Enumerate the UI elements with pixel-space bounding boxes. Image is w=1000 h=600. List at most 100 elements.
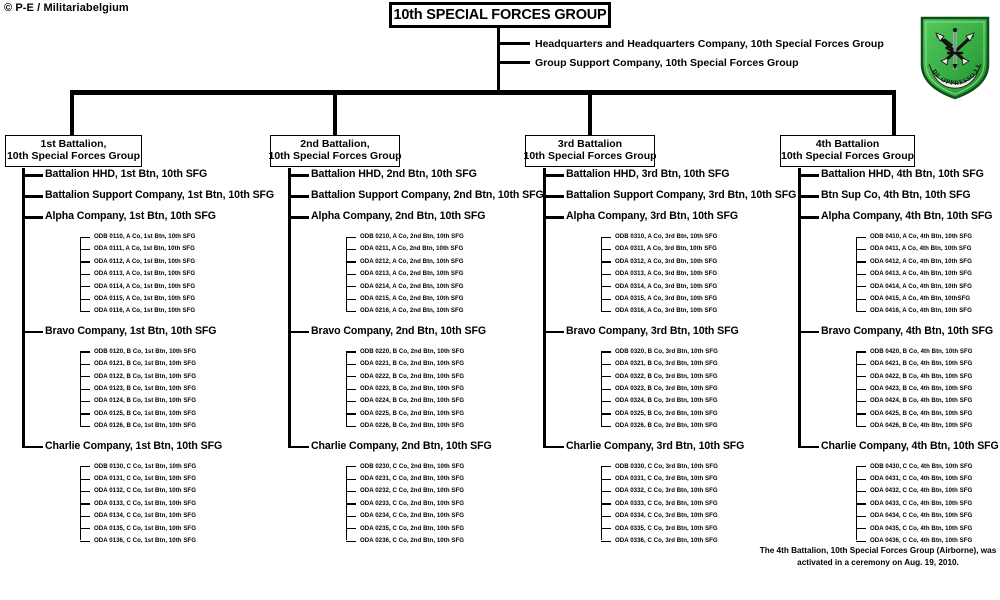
team-row[interactable]: ODA 0235, C Co, 2nd Btn, 10th SFG: [360, 524, 465, 532]
team-row[interactable]: ODA 0223, B Co, 2nd Btn, 10th SFG: [360, 385, 465, 392]
team-row[interactable]: ODA 0313, A Co, 3rd Btn, 10th SFG: [615, 270, 718, 278]
team-row[interactable]: ODA 0432, C Co, 4th Btn, 10th SFG: [870, 487, 973, 495]
team-row[interactable]: ODA 0215, A Co, 2nd Btn, 10th SFG: [360, 295, 464, 302]
team-row[interactable]: ODA 0212, A Co, 2nd Btn, 10th SFG: [360, 257, 464, 265]
team-row[interactable]: ODA 0132, C Co, 1st Btn, 10th SFG: [94, 487, 196, 495]
team-row[interactable]: ODB 0220, B Co, 2nd Btn, 10th SFG: [360, 347, 465, 355]
team-row[interactable]: ODA 0416, A Co, 4th Btn, 10th SFG: [870, 307, 972, 315]
team-row[interactable]: ODB 0230, C Co, 2nd Btn, 10th SFG: [360, 462, 465, 470]
team-row[interactable]: ODA 0411, A Co, 4th Btn, 10th SFG: [870, 245, 972, 253]
team-row[interactable]: ODA 0336, C Co, 3rd Btn, 10th SFG: [615, 537, 718, 544]
team-row[interactable]: ODA 0213, A Co, 2nd Btn, 10th SFG: [360, 270, 464, 278]
team-row[interactable]: ODA 0425, B Co, 4th Btn, 10th SFG: [870, 409, 973, 417]
battalion-hhd-row[interactable]: Battalion HHD, 3rd Btn, 10th SFG: [566, 168, 730, 180]
team-row[interactable]: ODA 0126, B Co, 1st Btn, 10th SFG: [94, 422, 196, 430]
battalion-support-row[interactable]: Btn Sup Co, 4th Btn, 10th SFG: [821, 189, 971, 201]
team-row[interactable]: ODA 0114, A Co, 1st Btn, 10th SFG: [94, 282, 196, 290]
team-row[interactable]: ODA 0321, B Co, 3rd Btn, 10th SFG: [615, 360, 718, 368]
team-row[interactable]: ODA 0224, B Co, 2nd Btn, 10th SFG: [360, 397, 465, 405]
team-row[interactable]: ODB 0330, C Co, 3rd Btn, 10th SFG: [615, 462, 718, 470]
team-row[interactable]: ODA 0211, A Co, 2nd Btn, 10th SFG: [360, 245, 464, 253]
team-row[interactable]: ODA 0134, C Co, 1st Btn, 10th SFG: [94, 512, 196, 520]
team-row[interactable]: ODA 0123, B Co, 1st Btn, 10th SFG: [94, 385, 196, 392]
company-row-bravo[interactable]: Bravo Company, 4th Btn, 10th SFG: [821, 324, 994, 337]
team-row[interactable]: ODA 0335, C Co, 3rd Btn, 10th SFG: [615, 524, 718, 532]
battalion-box-1[interactable]: 1st Battalion, 10th Special Forces Group: [5, 135, 142, 167]
team-row[interactable]: ODA 0423, B Co, 4th Btn, 10th SFG: [870, 385, 973, 392]
company-row-alpha[interactable]: Alpha Company, 3rd Btn, 10th SFG: [566, 210, 739, 222]
team-row[interactable]: ODB 0110, A Co, 1st Btn, 10th SFG: [94, 233, 196, 240]
team-row[interactable]: ODA 0431, C Co, 4th Btn, 10th SFG: [870, 475, 973, 482]
team-row[interactable]: ODB 0320, B Co, 3rd Btn, 10th SFG: [615, 347, 718, 355]
team-row[interactable]: ODA 0125, B Co, 1st Btn, 10th SFG: [94, 409, 196, 417]
battalion-support-row[interactable]: Battalion Support Company, 2nd Btn, 10th…: [311, 189, 544, 201]
team-row[interactable]: ODA 0121, B Co, 1st Btn, 10th SFG: [94, 360, 196, 368]
team-row[interactable]: ODA 0436, C Co, 4th Btn, 10th SFG: [870, 537, 973, 544]
team-row[interactable]: ODB 0130, C Co, 1st Btn, 10th SFG: [94, 462, 197, 470]
battalion-support-row[interactable]: Battalion Support Company, 3rd Btn, 10th…: [566, 189, 797, 201]
team-row[interactable]: ODA 0122, B Co, 1st Btn, 10th SFG: [94, 372, 196, 380]
battalion-box-3[interactable]: 3rd Battalion 10th Special Forces Group: [523, 135, 657, 167]
team-row[interactable]: ODA 0233, C Co, 2nd Btn, 10th SFG: [360, 499, 465, 507]
team-row[interactable]: ODA 0326, B Co, 3rd Btn, 10th SFG: [615, 422, 718, 430]
team-row[interactable]: ODA 0124, B Co, 1st Btn, 10th SFG: [94, 397, 196, 405]
team-row[interactable]: ODA 0131, C Co, 1st Btn, 10th SFG: [94, 475, 196, 482]
team-row[interactable]: ODA 0415, A Co, 4th Btn, 10thSFG: [870, 295, 971, 302]
team-row[interactable]: ODB 0430, C Co, 4th Btn, 10th SFG: [870, 462, 973, 470]
team-row[interactable]: ODA 0234, C Co, 2nd Btn, 10th SFG: [360, 512, 465, 520]
team-row[interactable]: ODA 0216, A Co, 2nd Btn, 10th SFG: [360, 307, 464, 315]
company-row-alpha[interactable]: Alpha Company, 1st Btn, 10th SFG: [45, 210, 216, 222]
team-row[interactable]: ODA 0424, B Co, 4th Btn, 10th SFG: [870, 397, 973, 405]
company-row-bravo[interactable]: Bravo Company, 2nd Btn, 10th SFG: [311, 324, 486, 337]
battalion-support-row[interactable]: Battalion Support Company, 1st Btn, 10th…: [45, 189, 275, 201]
team-row[interactable]: ODA 0133, C Co, 1st Btn, 10th SFG: [94, 499, 196, 507]
team-row[interactable]: ODB 0310, A Co, 3rd Btn, 10th SFG: [615, 233, 718, 240]
team-row[interactable]: ODA 0311, A Co, 3rd Btn, 10th SFG: [615, 245, 717, 253]
company-row-charlie[interactable]: Charlie Company, 1st Btn, 10th SFG: [45, 439, 223, 452]
team-row[interactable]: ODA 0414, A Co, 4th Btn, 10th SFG: [870, 282, 972, 290]
team-row[interactable]: ODA 0222, B Co, 2nd Btn, 10th SFG: [360, 372, 465, 380]
team-row[interactable]: ODB 0420, B Co, 4th Btn, 10th SFG: [870, 347, 973, 355]
team-row[interactable]: ODA 0322, B Co, 3rd Btn, 10th SFG: [615, 372, 718, 380]
team-row[interactable]: ODA 0221, B Co, 2nd Btn, 10th SFG: [360, 360, 465, 368]
team-row[interactable]: ODA 0413, A Co, 4th Btn, 10th SFG: [870, 270, 972, 278]
team-row[interactable]: ODA 0334, C Co, 3rd Btn, 10th SFG: [615, 512, 718, 520]
team-row[interactable]: ODA 0422, B Co, 4th Btn, 10th SFG: [870, 372, 973, 380]
team-row[interactable]: ODB 0210, A Co, 2nd Btn, 10th SFG: [360, 233, 464, 240]
team-row[interactable]: ODA 0433, C Co, 4th Btn, 10th SFG: [870, 499, 973, 507]
team-row[interactable]: ODA 0331, C Co, 3rd Btn, 10th SFG: [615, 475, 718, 482]
team-row[interactable]: ODA 0314, A Co, 3rd Btn, 10th SFG: [615, 282, 718, 290]
company-row-bravo[interactable]: Bravo Company, 1st Btn, 10th SFG: [45, 324, 217, 337]
team-row[interactable]: ODA 0226, B Co, 2nd Btn, 10th SFG: [360, 422, 465, 430]
team-row[interactable]: ODA 0113, A Co, 1st Btn, 10th SFG: [94, 270, 196, 278]
battalion-box-2[interactable]: 2nd Battalion, 10th Special Forces Group: [268, 135, 402, 167]
team-row[interactable]: ODA 0214, A Co, 2nd Btn, 10th SFG: [360, 282, 464, 290]
team-row[interactable]: ODA 0412, A Co, 4th Btn, 10th SFG: [870, 257, 972, 265]
company-row-alpha[interactable]: Alpha Company, 2nd Btn, 10th SFG: [311, 210, 486, 222]
team-row[interactable]: ODA 0315, A Co, 3rd Btn, 10th SFG: [615, 295, 718, 302]
team-row[interactable]: ODA 0112, A Co, 1st Btn, 10th SFG: [94, 257, 196, 265]
team-row[interactable]: ODA 0421, B Co, 4th Btn, 10th SFG: [870, 360, 973, 368]
team-row[interactable]: ODA 0325, B Co, 3rd Btn, 10th SFG: [615, 409, 718, 417]
team-row[interactable]: ODA 0323, B Co, 3rd Btn, 10th SFG: [615, 385, 718, 392]
team-row[interactable]: ODA 0116, A Co, 1st Btn, 10th SFG: [94, 307, 196, 315]
team-row[interactable]: ODA 0135, C Co, 1st Btn, 10th SFG: [94, 524, 196, 532]
team-row[interactable]: ODA 0115, A Co, 1st Btn, 10th SFG: [94, 295, 196, 302]
team-row[interactable]: ODA 0231, C Co, 2nd Btn, 10th SFG: [360, 475, 465, 482]
team-row[interactable]: ODA 0312, A Co, 3rd Btn, 10th SFG: [615, 257, 718, 265]
team-row[interactable]: ODA 0136, C Co, 1st Btn, 10th SFG: [94, 537, 196, 544]
company-row-charlie[interactable]: Charlie Company, 4th Btn, 10th SFG: [821, 439, 999, 452]
team-row[interactable]: ODA 0324, B Co, 3rd Btn, 10th SFG: [615, 397, 718, 405]
company-row-bravo[interactable]: Bravo Company, 3rd Btn, 10th SFG: [566, 324, 739, 337]
team-row[interactable]: ODB 0410, A Co, 4th Btn, 10th SFG: [870, 233, 973, 240]
team-row[interactable]: ODA 0232, C Co, 2nd Btn, 10th SFG: [360, 487, 465, 495]
battalion-hhd-row[interactable]: Battalion HHD, 1st Btn, 10th SFG: [45, 168, 208, 180]
team-row[interactable]: ODA 0333, C Co, 3rd Btn, 10th SFG: [615, 499, 718, 507]
company-row-charlie[interactable]: Charlie Company, 2nd Btn, 10th SFG: [311, 439, 492, 452]
team-row[interactable]: ODA 0426, B Co, 4th Btn, 10th SFG: [870, 422, 973, 430]
team-row[interactable]: ODA 0332, C Co, 3rd Btn, 10th SFG: [615, 487, 718, 495]
battalion-hhd-row[interactable]: Battalion HHD, 2nd Btn, 10th SFG: [311, 168, 477, 180]
team-row[interactable]: ODA 0225, B Co, 2nd Btn, 10th SFG: [360, 409, 465, 417]
company-row-charlie[interactable]: Charlie Company, 3rd Btn, 10th SFG: [566, 439, 745, 452]
team-row[interactable]: ODB 0120, B Co, 1st Btn, 10th SFG: [94, 347, 197, 355]
